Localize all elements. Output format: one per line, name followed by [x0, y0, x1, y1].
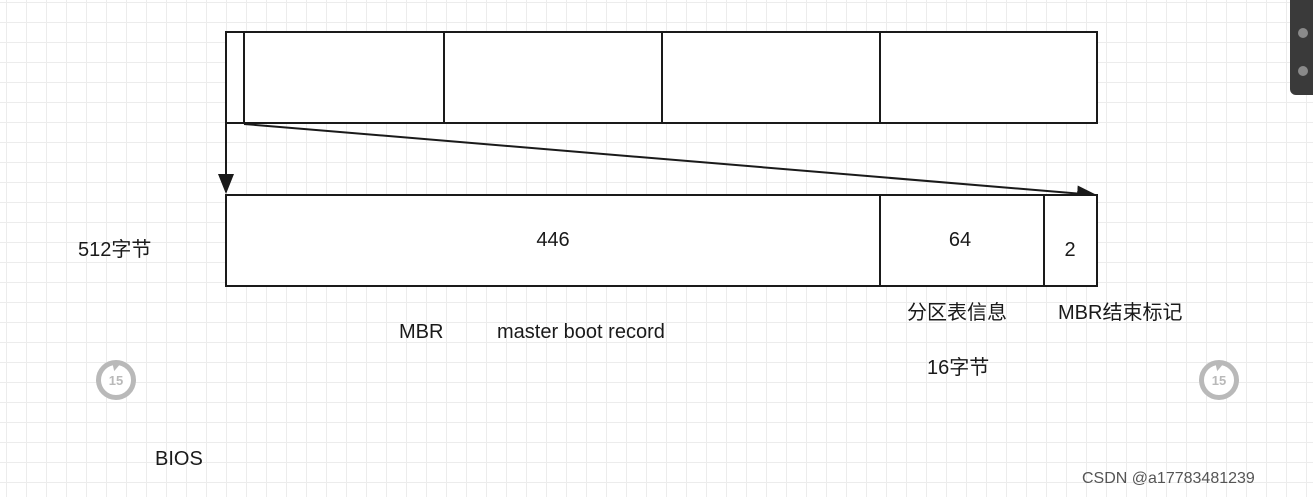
overlay-dot-icon	[1298, 28, 1308, 38]
bootcode-size-label: 446	[536, 229, 570, 251]
mbr-label: MBR	[399, 321, 444, 343]
disk-block-4	[879, 31, 1098, 124]
mbr-signature-cell	[1043, 194, 1098, 287]
watermark: CSDN @a17783481239	[1082, 470, 1255, 487]
mbr-partition-cell	[879, 194, 1045, 287]
mbr-bootcode-cell	[225, 194, 881, 287]
disk-blocks	[225, 31, 1098, 124]
mbr-layout	[225, 194, 1098, 287]
disk-block-1	[243, 31, 445, 124]
disk-block-0	[225, 31, 245, 124]
mbr-end-marker-label: MBR结束标记	[1058, 302, 1183, 324]
bios-label: BIOS	[155, 448, 203, 470]
video-overlay-widget[interactable]	[1290, 0, 1313, 95]
disk-block-3	[661, 31, 881, 124]
forward-15-icon: 15	[1211, 372, 1227, 388]
mbr-fullname-label: master boot record	[497, 321, 665, 343]
zoom-line-right	[243, 123, 1097, 202]
rewind-15-button[interactable]: 15	[96, 360, 136, 400]
partition-table-label: 分区表信息	[907, 302, 1007, 324]
partition-entry-size-label: 16字节	[927, 357, 990, 379]
partition-size-label: 64	[948, 229, 972, 251]
signature-size-label: 2	[1064, 239, 1076, 261]
total-size-label: 512字节	[78, 239, 152, 261]
disk-block-2	[443, 31, 663, 124]
forward-15-button[interactable]: 15	[1199, 360, 1239, 400]
rewind-15-icon: 15	[108, 372, 124, 388]
overlay-dot-icon	[1298, 66, 1308, 76]
